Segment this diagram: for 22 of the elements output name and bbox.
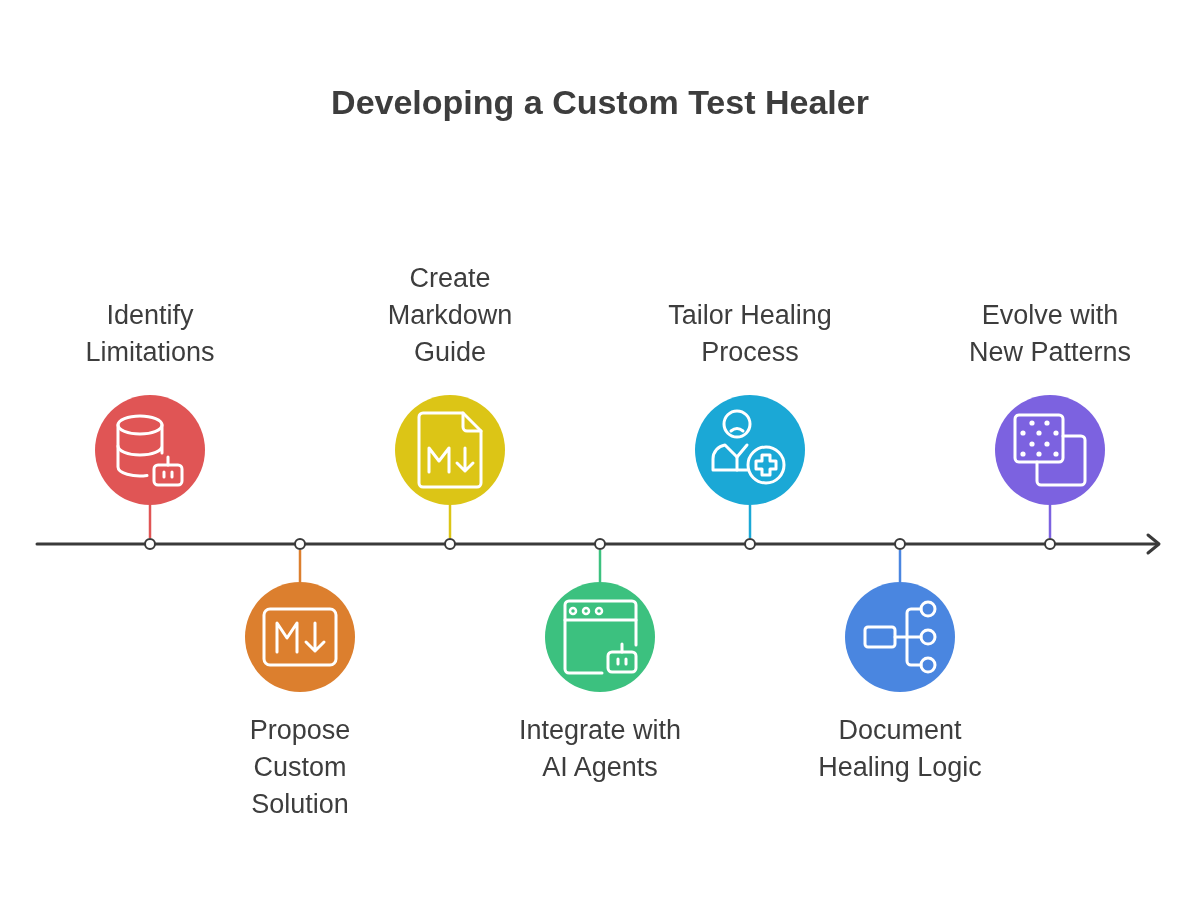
diagram-title: Developing a Custom Test Healer xyxy=(330,82,870,123)
step-label: Propose Custom Solution xyxy=(248,714,352,821)
connector-line xyxy=(748,505,752,538)
timeline-dot xyxy=(144,538,156,550)
step-label: Document Healing Logic xyxy=(817,714,983,784)
step-label: Evolve with New Patterns xyxy=(967,299,1133,369)
connector-line xyxy=(298,550,302,582)
step-label: Create Markdown Guide xyxy=(386,262,514,369)
connector-line xyxy=(448,505,452,538)
connector-line xyxy=(898,550,902,582)
timeline-dot xyxy=(1044,538,1056,550)
step-label: Integrate with AI Agents xyxy=(517,714,683,784)
timeline-dot xyxy=(444,538,456,550)
connector-line xyxy=(598,550,602,582)
timeline-dot xyxy=(294,538,306,550)
step-label: Identify Limitations xyxy=(84,299,216,369)
timeline-dot xyxy=(744,538,756,550)
connector-line xyxy=(1048,505,1052,538)
step-label: Tailor Healing Process xyxy=(667,299,833,369)
connector-line xyxy=(148,505,152,538)
timeline-dot xyxy=(594,538,606,550)
timeline-dot xyxy=(894,538,906,550)
